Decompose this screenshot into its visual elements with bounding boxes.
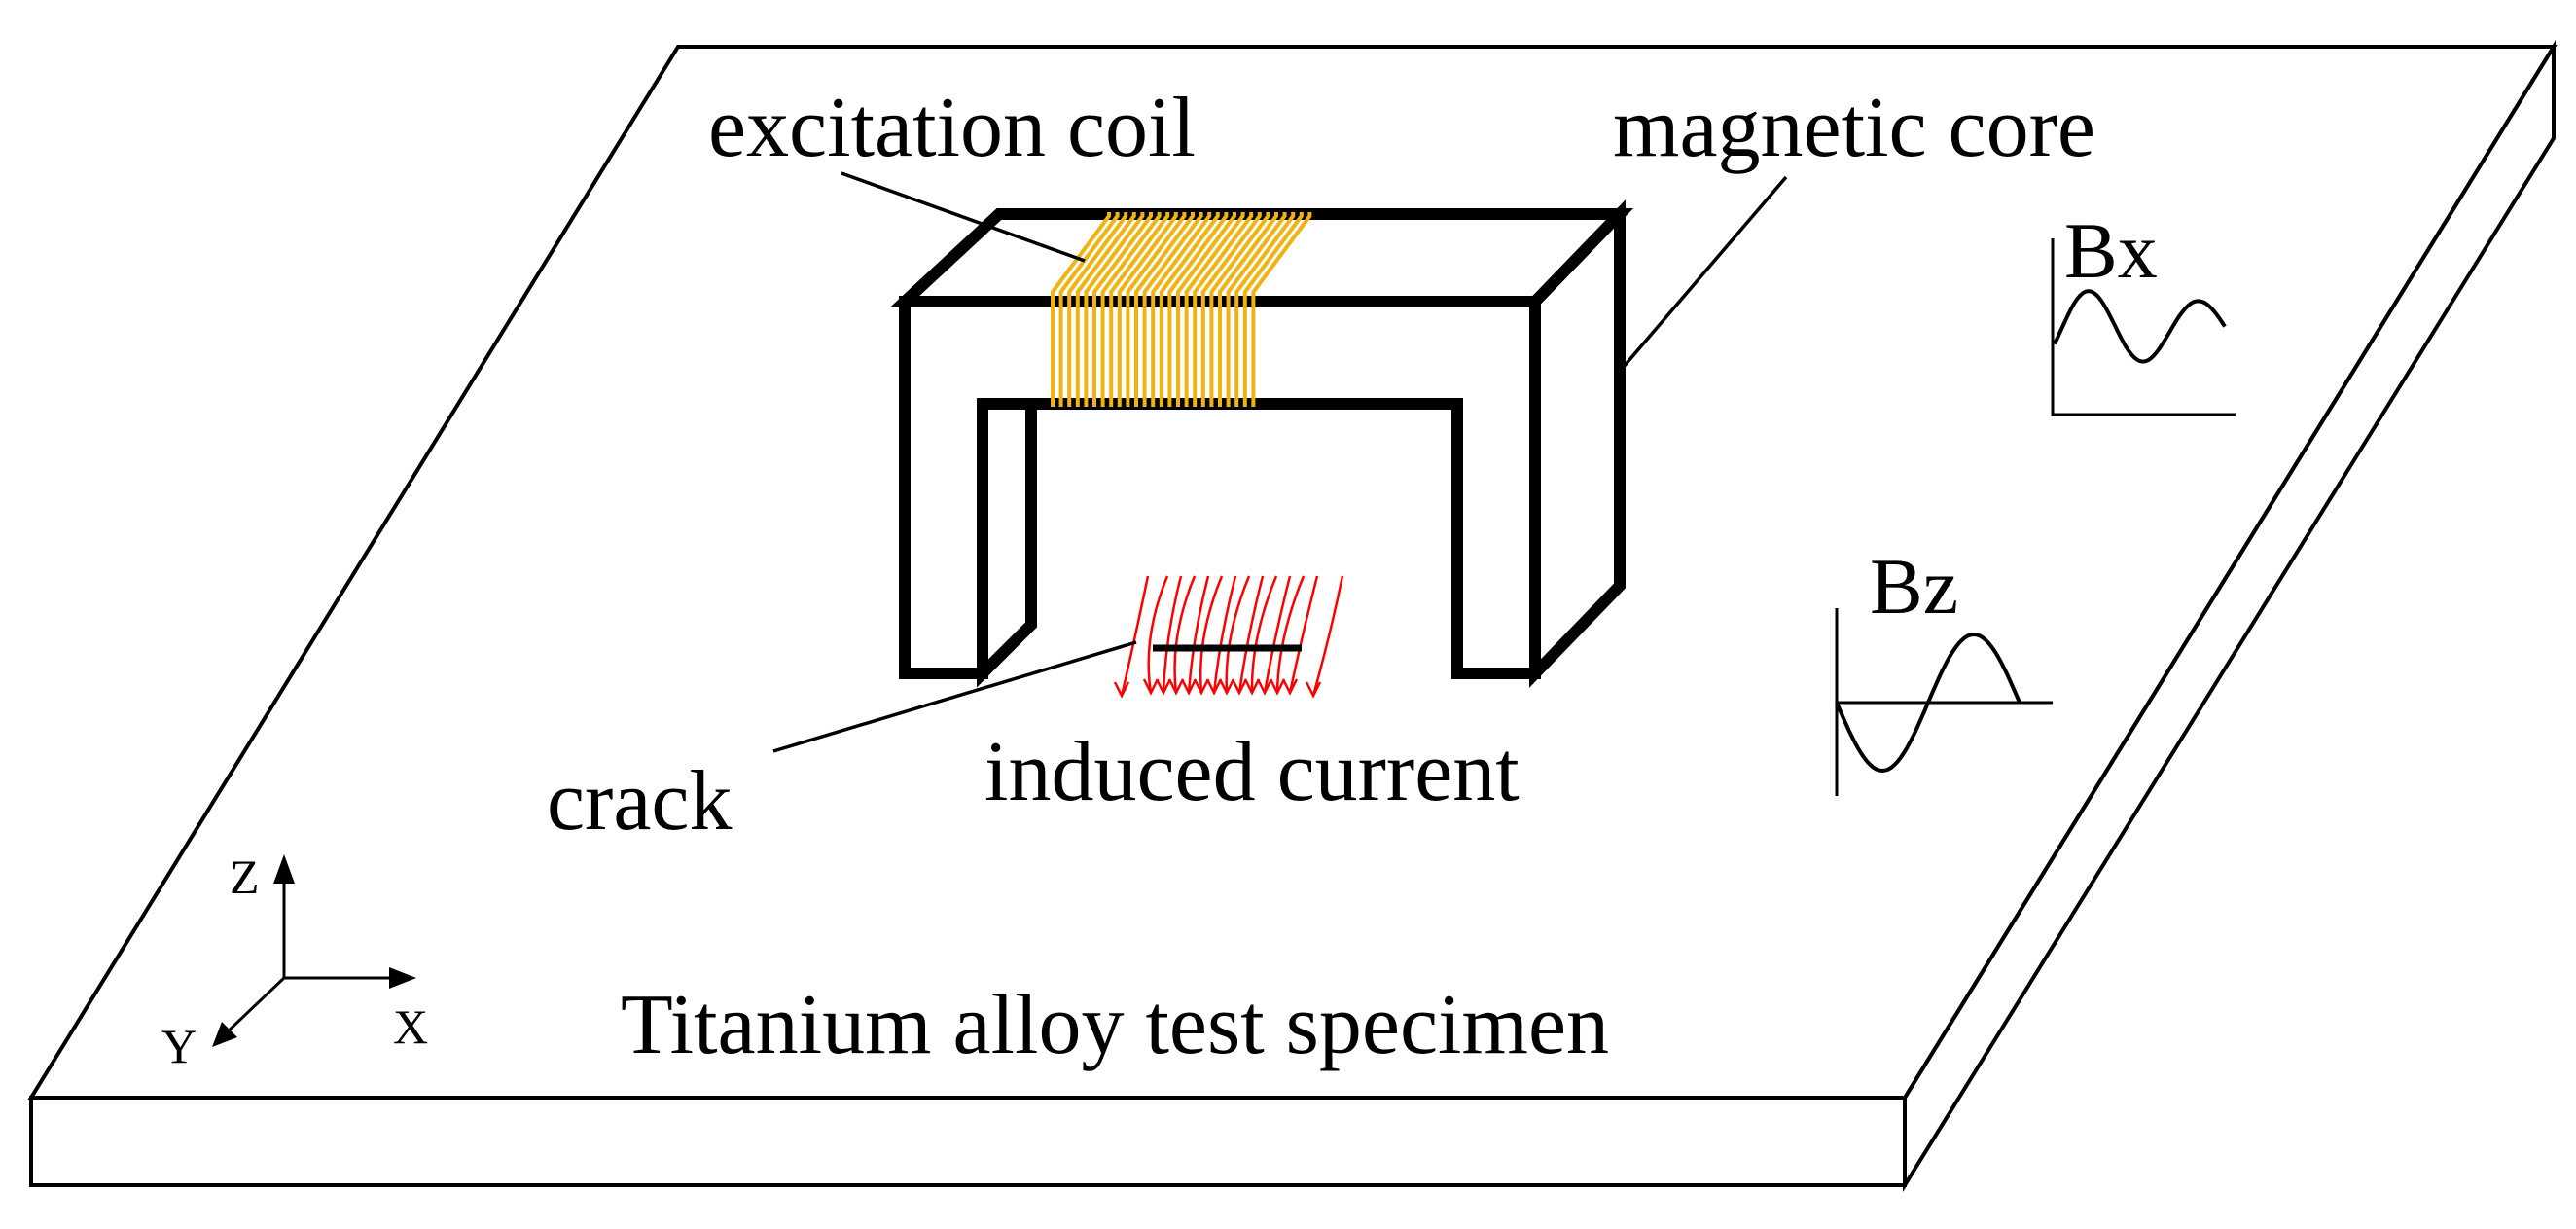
induced-current-line	[1162, 575, 1183, 694]
coil-winding	[1092, 212, 1153, 407]
bx-axes	[2051, 238, 2236, 416]
induced-current-arrowhead	[1243, 678, 1261, 696]
induced-current-arrowhead	[1205, 678, 1223, 696]
coil-winding	[1218, 212, 1278, 407]
induced-current-line	[1250, 575, 1278, 694]
induced-current-line	[1275, 575, 1306, 694]
induced-current-arrowhead	[1180, 678, 1198, 696]
coil-winding	[1109, 212, 1170, 407]
coil-winding	[1193, 212, 1254, 407]
induced-current-arrowhead	[1167, 678, 1185, 696]
coil-winding	[1117, 212, 1178, 407]
crack-label: crack	[547, 754, 732, 849]
core-right-side-face	[1529, 199, 1626, 688]
excitation-coil-leader	[841, 171, 1086, 263]
coil-winding	[1184, 212, 1245, 407]
y-axis-arrowhead	[212, 1022, 237, 1047]
induced-current-line	[1288, 575, 1319, 694]
excitation-coil	[1051, 212, 1312, 407]
coordinate-axes: Z X Y	[161, 849, 428, 1073]
coil-winding	[1058, 212, 1120, 407]
induced-current-arrowhead	[1269, 678, 1286, 696]
coil-winding	[1051, 212, 1111, 407]
bz-label: Bz	[1870, 542, 1958, 631]
leader-lines	[772, 171, 1788, 753]
specimen-plate	[27, 39, 2558, 1193]
induced-current-arrowhead	[1193, 678, 1210, 696]
coil-winding	[1151, 212, 1212, 407]
induced-current-line	[1263, 575, 1292, 694]
coil-winding	[1226, 212, 1287, 407]
coil-winding	[1067, 212, 1128, 407]
coil-winding	[1134, 212, 1195, 407]
magnetic-core-leader	[1621, 175, 1788, 370]
induced-current-line	[1120, 575, 1150, 697]
coil-winding	[1242, 212, 1304, 407]
induced-current-line	[1173, 575, 1197, 694]
induced-current-line	[1237, 575, 1265, 694]
coil-winding	[1100, 212, 1162, 407]
z-axis-label: Z	[230, 849, 260, 904]
induced-current-line	[1212, 575, 1237, 694]
z-axis-arrowhead	[273, 854, 295, 884]
induced-current-arrowhead	[1142, 678, 1160, 696]
bx-signal-plot: Bx	[2051, 206, 2236, 416]
induced-current-line	[1187, 575, 1210, 694]
coil-winding	[1167, 212, 1229, 407]
induced-current-arrowhead	[1155, 678, 1172, 696]
coil-winding	[1251, 212, 1312, 407]
excitation-coil-label: excitation coil	[708, 81, 1196, 175]
induced-current-label: induced current	[984, 725, 1520, 819]
core-left-inner-face	[977, 398, 1037, 688]
coil-winding	[1234, 212, 1296, 407]
induced-current-arrowhead	[1231, 678, 1248, 696]
induced-current-arrowhead	[1218, 678, 1235, 696]
induced-current-arrows	[1113, 575, 1344, 699]
coil-winding	[1142, 212, 1203, 407]
bx-waveform	[2053, 289, 2227, 364]
induced-current-arrowhead	[1113, 681, 1130, 699]
bx-label: Bx	[2064, 206, 2158, 295]
crack-leader	[772, 640, 1137, 753]
y-axis-line	[224, 976, 286, 1035]
specimen-label: Titanium alloy test specimen	[621, 978, 1609, 1072]
plate-front-face	[29, 1096, 1907, 1187]
induced-current-arrowhead	[1256, 678, 1273, 696]
induced-current-line	[1311, 575, 1344, 697]
plate-side-face	[1903, 39, 2556, 1193]
magnetic-core-label: magnetic core	[1613, 81, 2095, 175]
coil-winding	[1209, 212, 1270, 407]
induced-current-arrowhead	[1305, 681, 1322, 699]
x-axis-label: X	[393, 999, 428, 1054]
induced-current-line	[1225, 575, 1251, 694]
y-axis-label: Y	[161, 1019, 197, 1073]
x-axis-arrowhead	[389, 967, 416, 989]
induced-current-arrowhead	[1281, 678, 1299, 696]
coil-winding	[1126, 212, 1187, 407]
coil-winding	[1176, 212, 1236, 407]
plate-top-face	[27, 45, 2558, 1100]
coil-winding	[1200, 212, 1262, 407]
induced-current-line	[1147, 575, 1169, 694]
coil-winding	[1159, 212, 1220, 407]
induced-current-line	[1199, 575, 1224, 694]
coil-winding	[1084, 212, 1145, 407]
coil-winding	[1075, 212, 1136, 407]
bz-signal-plot: Bz	[1835, 542, 2053, 796]
bz-waveform	[1835, 632, 2021, 774]
